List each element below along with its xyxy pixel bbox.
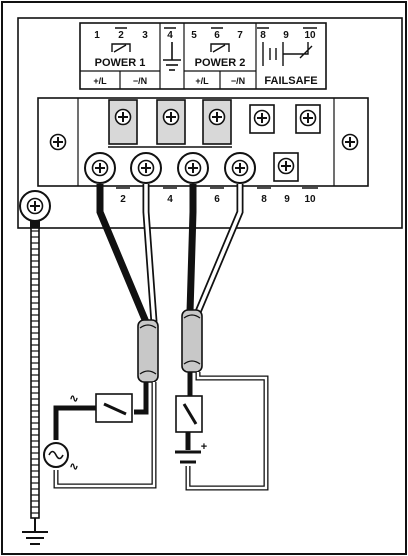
terminal-legend: 1 2 3 4 5 6 7 8 9 10 POWER 1 +/L −/N POW…: [79, 22, 327, 90]
mount-screw-left-icon: [49, 133, 67, 151]
power2-dc-circuit: +: [175, 372, 269, 491]
bottom-number-10: 10: [304, 194, 316, 205]
terminal-number-7: 7: [237, 30, 243, 41]
terminal-number-1: 1: [94, 30, 100, 41]
terminal-screw-1-icon[interactable]: [114, 108, 132, 126]
terminal-number-6: 6: [214, 30, 220, 41]
ac-wave-label-top: ∿: [69, 393, 78, 405]
terminal-number-4: 4: [167, 30, 173, 41]
ring-terminal-8: [224, 152, 256, 184]
terminal-number-9: 9: [283, 30, 289, 41]
power1-minus-label: −/N: [133, 76, 147, 86]
bottom-number-9: 9: [284, 194, 290, 205]
terminal-screw-9-icon[interactable]: [277, 157, 295, 175]
power2-relay-contact-icon: [210, 43, 230, 53]
ground-symbol-icon: [163, 42, 181, 71]
ring-terminal-6: [177, 152, 209, 184]
mount-screw-right-icon: [341, 133, 359, 151]
power1-ac-circuit: ∿ ∿: [43, 382, 157, 489]
terminal-block: [37, 97, 369, 187]
power1-cable: [96, 184, 159, 383]
battery-icon: [175, 450, 201, 464]
bottom-number-6: 6: [214, 194, 220, 205]
ring-terminal-2: [84, 152, 116, 184]
terminal-number-3: 3: [142, 30, 148, 41]
power2-title: POWER 2: [195, 57, 246, 69]
terminal-screw-7-icon[interactable]: [253, 109, 271, 127]
bottom-number-2: 2: [120, 194, 126, 205]
ac-wave-label-bottom: ∿: [69, 461, 78, 473]
ground-lug: [19, 190, 51, 229]
bottom-number-4: 4: [167, 194, 173, 205]
terminal-number-5: 5: [191, 30, 197, 41]
ground-wire: [30, 227, 40, 519]
earth-ground-icon: [22, 518, 48, 545]
power2-plus-label: +/L: [195, 76, 209, 86]
terminal-screw-5-icon[interactable]: [208, 108, 226, 126]
terminal-number-10: 10: [304, 30, 316, 41]
power2-cable: [181, 184, 244, 373]
terminal-screw-8-icon[interactable]: [299, 109, 317, 127]
power2-minus-label: −/N: [231, 76, 245, 86]
battery-plus-label: +: [201, 441, 207, 453]
power1-plus-label: +/L: [93, 76, 107, 86]
power1-title: POWER 1: [95, 57, 146, 69]
bottom-number-8: 8: [261, 194, 267, 205]
failsafe-relay-contact-icon: [262, 42, 313, 66]
ring-terminal-4: [130, 152, 162, 184]
terminal-number-2: 2: [118, 30, 124, 41]
terminal-number-8: 8: [260, 30, 266, 41]
power1-relay-contact-icon: [111, 43, 131, 53]
terminal-screw-3-icon[interactable]: [162, 108, 180, 126]
failsafe-title: FAILSAFE: [264, 75, 317, 87]
